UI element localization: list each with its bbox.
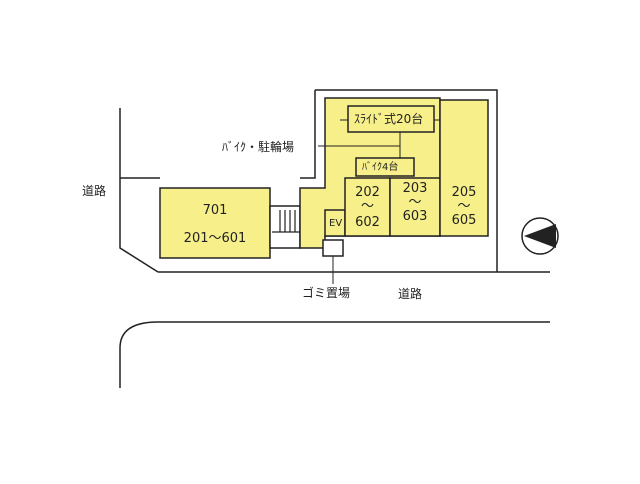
north-arrow-icon xyxy=(524,224,556,248)
slide-parking-label: ｽﾗｲﾄﾞ式20台 xyxy=(354,112,424,126)
road-bottom-label: 道路 xyxy=(398,287,423,301)
unit-603-label: 603 xyxy=(402,209,428,224)
garbage-box xyxy=(322,239,344,257)
unit-205-label: 205 xyxy=(451,185,477,200)
bike4-label: ﾊﾞｲｸ4台 xyxy=(362,162,399,173)
stairs-icon xyxy=(272,210,300,233)
unit-602-label: 602 xyxy=(355,215,380,230)
road-boundary-bottom xyxy=(119,321,550,388)
slide-parking-box xyxy=(347,105,435,133)
bike-parking-label: ﾊﾞｲｸ・駐輪場 xyxy=(222,140,295,154)
site-edge-right xyxy=(315,89,498,272)
garbage-label: ゴミ置場 xyxy=(302,286,351,300)
road-left-label: 道路 xyxy=(82,184,107,198)
unit-203-wave: ～ xyxy=(408,195,422,210)
site-edge-top xyxy=(300,90,316,179)
unit-205-wave: ～ xyxy=(457,199,471,214)
road-boundary-left xyxy=(119,108,159,273)
ev-label: EV xyxy=(329,218,343,229)
unit-202-wave: ～ xyxy=(360,199,374,214)
unit-701-label: 701 xyxy=(202,203,228,218)
unit-block-203 xyxy=(389,177,441,237)
unit-605-label: 605 xyxy=(451,213,477,228)
building-left xyxy=(159,187,271,259)
unit-block-205 xyxy=(439,99,489,237)
unit-201-601-label: 201～601 xyxy=(183,231,247,246)
bike4-box xyxy=(355,157,415,177)
unit-203-label: 203 xyxy=(402,181,428,196)
unit-202-label: 202 xyxy=(355,185,380,200)
